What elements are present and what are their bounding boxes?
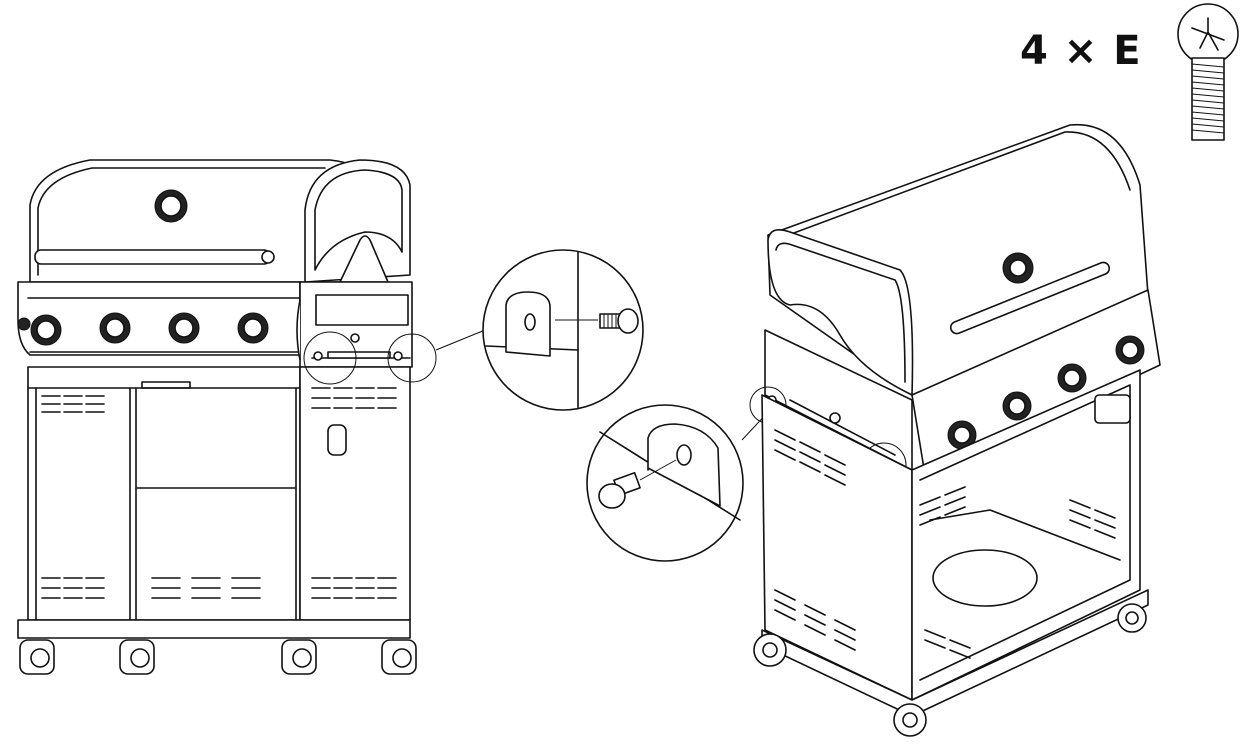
perspective-view-grill — [749, 123, 1161, 737]
front-view-grill — [17, 159, 486, 675]
hardware-quantity-label: 4 × E — [1020, 28, 1142, 74]
detail-callout-right-bracket — [482, 249, 644, 411]
detail-callout-left-bracket — [586, 404, 771, 562]
screw-icon — [1177, 3, 1239, 141]
